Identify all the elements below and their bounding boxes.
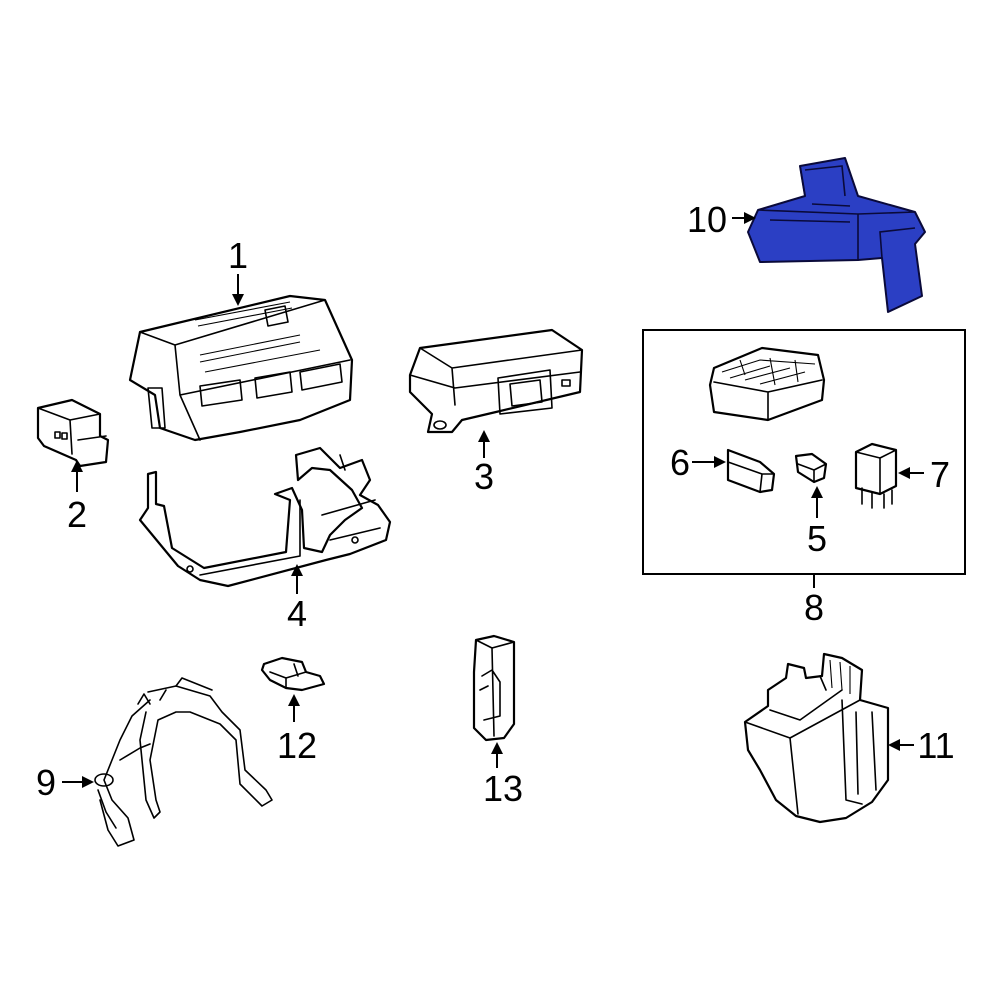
part-8-kit-frame <box>642 329 966 575</box>
part-7-relay[interactable] <box>854 442 898 509</box>
part-2-sensor[interactable] <box>36 398 110 468</box>
part-12-clip[interactable] <box>260 656 326 692</box>
callout-4: 4 <box>287 593 307 634</box>
callout-9: 9 <box>36 762 56 803</box>
callout-7: 7 <box>930 454 950 495</box>
part-10-cover[interactable] <box>747 157 926 313</box>
part-11-housing[interactable] <box>743 652 890 824</box>
part-5-fuse[interactable] <box>794 452 828 484</box>
part-13-connector[interactable] <box>472 634 516 742</box>
leader-lines <box>62 212 924 788</box>
callout-3: 3 <box>474 456 494 497</box>
part-4-bracket[interactable] <box>138 446 392 588</box>
callout-12: 12 <box>277 725 317 766</box>
callout-5: 5 <box>807 518 827 559</box>
callout-10: 10 <box>687 199 727 240</box>
part-3-module[interactable] <box>408 328 584 434</box>
callout-2: 2 <box>67 494 87 535</box>
callout-8: 8 <box>804 587 824 628</box>
callout-13: 13 <box>483 768 523 809</box>
callout-6: 6 <box>670 442 690 483</box>
part-6-fuse[interactable] <box>726 448 776 494</box>
part-1-control-module[interactable] <box>128 294 354 442</box>
callout-1: 1 <box>228 235 248 276</box>
part-9-harness[interactable] <box>94 677 273 847</box>
part-8-fuse-block[interactable] <box>708 346 826 422</box>
callout-11: 11 <box>917 725 954 766</box>
